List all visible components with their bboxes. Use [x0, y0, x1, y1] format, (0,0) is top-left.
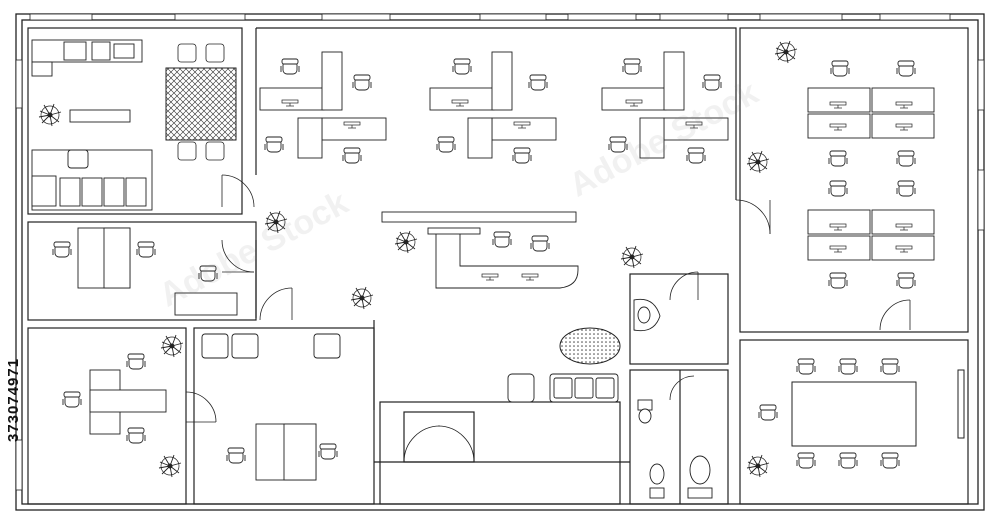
chair-icon: [318, 443, 338, 460]
right-office-desks: [807, 87, 935, 261]
chair-icon: [838, 452, 858, 469]
stock-id-label: 373074971: [5, 357, 22, 443]
sofa-icon: [507, 373, 619, 403]
chair-icon: [342, 147, 362, 164]
chair-icon: [352, 74, 372, 91]
chair-icon: [280, 58, 300, 75]
plant-icon: [264, 210, 288, 234]
chair-icon: [52, 241, 72, 258]
sofa-icon: [31, 149, 153, 211]
chair-icon: [830, 60, 850, 77]
chair-icon: [528, 74, 548, 91]
plant-icon: [774, 40, 798, 64]
plant-icon: [38, 103, 62, 127]
chair-icon: [896, 60, 916, 77]
door-icon: [185, 174, 911, 463]
chair-icon: [796, 358, 816, 375]
chair-icon: [880, 452, 900, 469]
chair-icon: [828, 150, 848, 167]
sink-icon: [633, 298, 661, 332]
plant-icon: [746, 150, 770, 174]
interior-walls: [27, 27, 969, 505]
chair-icon: [436, 136, 456, 153]
rug-icon: [559, 327, 621, 365]
chair-icon: [758, 404, 778, 421]
plant-icon: [158, 454, 182, 478]
workstation-cluster-1: [259, 51, 387, 164]
chair-icon: [796, 452, 816, 469]
chair-icon: [838, 358, 858, 375]
chair-icon: [896, 150, 916, 167]
chair-icon: [686, 147, 706, 164]
plant-icon: [350, 286, 374, 310]
meeting-table-icon: [791, 369, 965, 447]
chair-icon: [608, 136, 628, 153]
chair-icon: [622, 58, 642, 75]
reception-desk: [381, 211, 579, 289]
desk-icon: [255, 423, 317, 481]
chair-icon: [264, 136, 284, 153]
kitchen-counter-icon: [31, 39, 143, 77]
lounge-chair: [177, 43, 225, 161]
chair-icon: [126, 427, 146, 444]
toilet-icon: [637, 399, 713, 499]
chair-icon: [62, 391, 82, 408]
chair-icon: [226, 447, 246, 464]
chair-icon: [880, 358, 900, 375]
plant-icon: [394, 230, 418, 254]
rug-icon: [165, 67, 237, 141]
chair-icon: [896, 180, 916, 197]
chair-icon: [828, 272, 848, 289]
sofa-icon: [201, 333, 341, 359]
chair-icon: [126, 353, 146, 370]
chair-icon: [530, 235, 550, 252]
chair-icon: [136, 241, 156, 258]
workstation-cluster-2: [429, 51, 557, 164]
chair-icon: [198, 265, 218, 282]
chair-icon: [702, 74, 722, 91]
plant-icon: [160, 334, 184, 358]
chair-icon: [896, 272, 916, 289]
plant-icon: [746, 454, 770, 478]
desk-icon: [69, 109, 131, 123]
desk-icon: [77, 227, 238, 316]
chair-icon: [512, 147, 532, 164]
chair-icon: [828, 180, 848, 197]
chair-icon: [452, 58, 472, 75]
workstation-cluster-3: [601, 51, 729, 164]
chair-icon: [492, 231, 512, 248]
plant-icon: [620, 245, 644, 269]
window-icon: [15, 13, 985, 491]
desk-icon: [89, 369, 167, 435]
